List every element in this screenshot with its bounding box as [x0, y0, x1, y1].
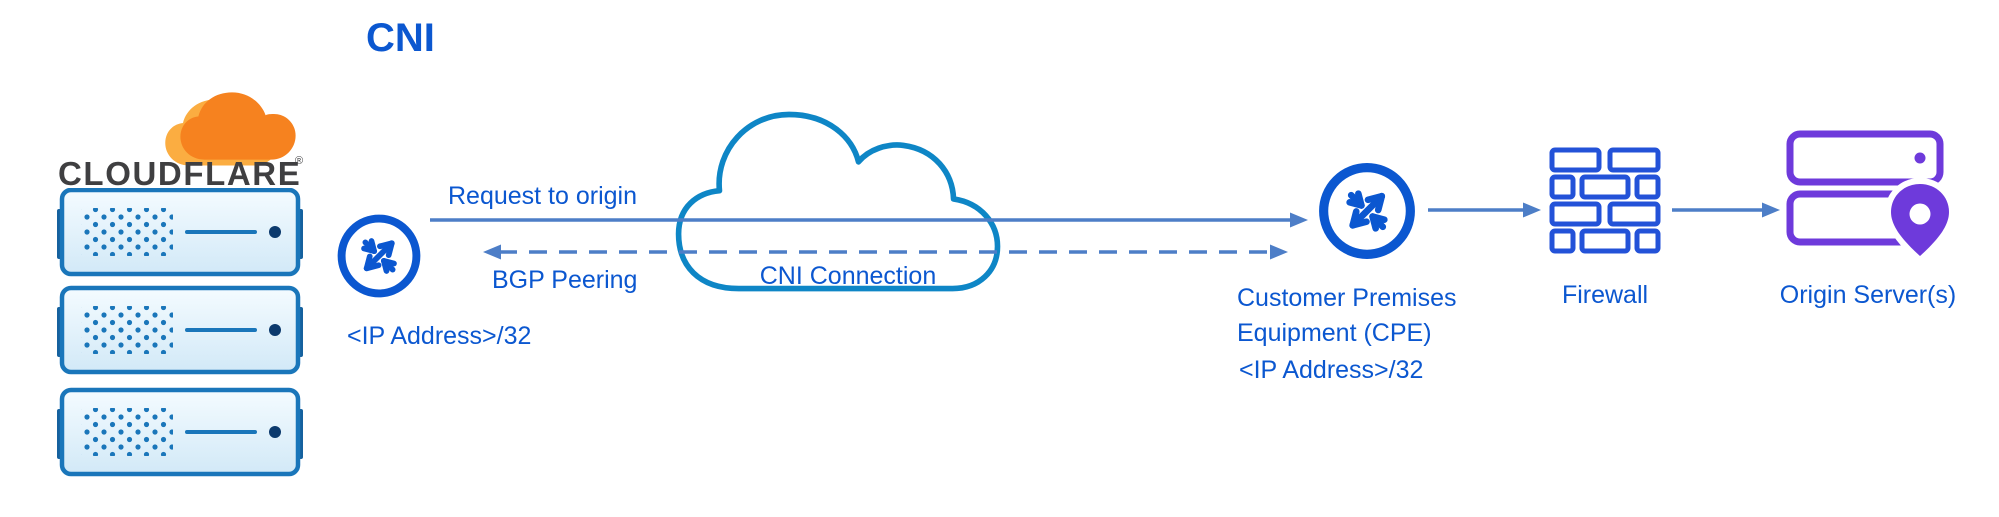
request-to-origin-label: Request to origin: [448, 182, 638, 210]
bgp-peering-label: BGP Peering: [492, 266, 638, 294]
cloudflare-wordmark: CLOUDFLARE: [58, 155, 301, 192]
cloudflare-registered-mark: ®: [295, 155, 303, 167]
cloudflare-cloud-icon: [165, 92, 296, 166]
server-icon: [57, 387, 303, 477]
cni-connection-label: CNI Connection: [759, 262, 937, 290]
server-stack-icon: [57, 188, 303, 477]
edge-router-ip-label: <IP Address>/32: [347, 322, 532, 350]
firewall-to-origin-arrow: [1672, 202, 1780, 218]
cpe-router-icon: [1319, 163, 1415, 259]
cpe-name-line2: Equipment (CPE): [1237, 319, 1432, 347]
server-icon: [57, 188, 303, 277]
edge-router-icon: [337, 214, 421, 298]
diagram-title: CNI: [366, 16, 435, 60]
server-icon: [57, 285, 303, 375]
cloudflare-logo: CLOUDFLARE ®: [58, 92, 303, 192]
cpe-name-line1: Customer Premises: [1237, 284, 1457, 312]
cpe-ip-label: <IP Address>/32: [1239, 356, 1424, 384]
location-pin-icon: [1884, 177, 1954, 264]
cpe-to-firewall-arrow: [1428, 202, 1541, 218]
firewall-icon: [1549, 147, 1661, 254]
origin-servers-label: Origin Server(s): [1779, 281, 1957, 309]
firewall-label: Firewall: [1561, 281, 1649, 309]
origin-servers-icon: [1786, 130, 1954, 264]
cpe-name-label: Customer Premises Equipment (CPE): [1237, 281, 1457, 351]
